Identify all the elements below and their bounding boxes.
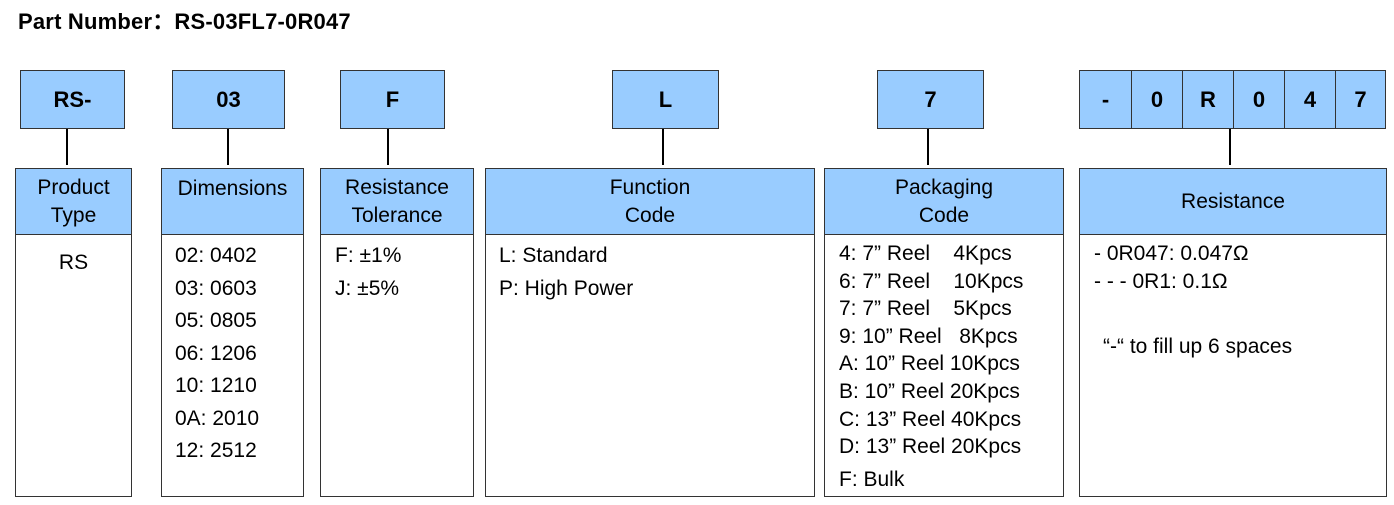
column-header-function: Function Code: [486, 169, 814, 235]
code-box-packaging: 7: [877, 70, 984, 129]
part-number-title: Part Number：RS-03FL7-0R047: [18, 9, 351, 34]
code-box-resistance-char-4: 0: [1233, 70, 1285, 129]
list-item: 05: 0805: [175, 309, 257, 332]
list-item: C: 13” Reel 40Kpcs: [839, 407, 1022, 431]
column-tolerance: Resistance Tolerance F: ±1% J: ±5%: [320, 168, 474, 497]
code-box-resistance-char-6: 7: [1335, 70, 1386, 129]
column-function: Function Code L: Standard P: High Power: [485, 168, 815, 497]
code-box-function: L: [612, 70, 719, 129]
list-item: J: ±5%: [335, 276, 400, 300]
column-header-packaging: Packaging Code: [825, 169, 1063, 235]
list-item: P: High Power: [499, 276, 634, 300]
column-header-tolerance: Resistance Tolerance: [321, 169, 473, 235]
list-item: 7: 7” Reel 5Kpcs: [839, 297, 1012, 321]
connector-packaging: [927, 129, 929, 165]
list-item: 4: 7” Reel 4Kpcs: [839, 242, 1012, 265]
code-box-resistance-char-1: -: [1079, 70, 1132, 129]
connector-product-type: [66, 129, 68, 165]
list-item: - - - 0R1: 0.1Ω: [1094, 270, 1228, 293]
code-box-dimensions: 03: [172, 70, 285, 129]
code-box-resistance-char-5: 4: [1284, 70, 1336, 129]
list-item: 06: 1206: [175, 341, 257, 365]
column-product-type: Product Type RS: [15, 168, 132, 497]
list-item: 12: 2512: [175, 439, 257, 462]
column-header-resistance: Resistance: [1080, 169, 1386, 235]
list-item: L: Standard: [499, 244, 608, 267]
column-packaging: Packaging Code 4: 7” Reel 4Kpcs 6: 7” Re…: [824, 168, 1064, 497]
list-item: D: 13” Reel 20Kpcs: [839, 435, 1022, 459]
list-item: B: 10” Reel 20Kpcs: [839, 379, 1020, 403]
list-item: 9: 10” Reel 8Kpcs: [839, 324, 1018, 348]
list-item: A: 10” Reel 10Kpcs: [839, 352, 1020, 376]
code-box-product-type: RS-: [20, 70, 125, 129]
list-item: F: Bulk: [839, 467, 905, 491]
code-box-tolerance: F: [340, 70, 445, 129]
list-item: 02: 0402: [175, 244, 257, 267]
list-item: RS: [58, 251, 89, 274]
connector-resistance: [1229, 129, 1231, 165]
list-item: 0A: 2010: [175, 406, 260, 430]
code-box-resistance-char-2: 0: [1131, 70, 1183, 129]
column-dimensions: Dimensions 02: 0402 03: 0603 05: 0805 06…: [161, 168, 304, 497]
list-item: 03: 0603: [175, 276, 257, 300]
column-header-product-type: Product Type: [16, 169, 131, 235]
column-resistance: Resistance - 0R047: 0.047Ω - - - 0R1: 0.…: [1079, 168, 1387, 497]
connector-dimensions: [227, 129, 229, 165]
column-header-dimensions: Dimensions: [162, 169, 303, 235]
resistance-note: “-“ to fill up 6 spaces: [1103, 335, 1293, 358]
code-box-resistance-char-3: R: [1182, 70, 1234, 129]
connector-tolerance: [387, 129, 389, 165]
list-item: F: ±1%: [335, 244, 402, 267]
list-item: 6: 7” Reel 10Kpcs: [839, 269, 1024, 293]
list-item: 10: 1210: [175, 374, 257, 397]
connector-function: [662, 129, 664, 165]
list-item: - 0R047: 0.047Ω: [1094, 242, 1249, 265]
